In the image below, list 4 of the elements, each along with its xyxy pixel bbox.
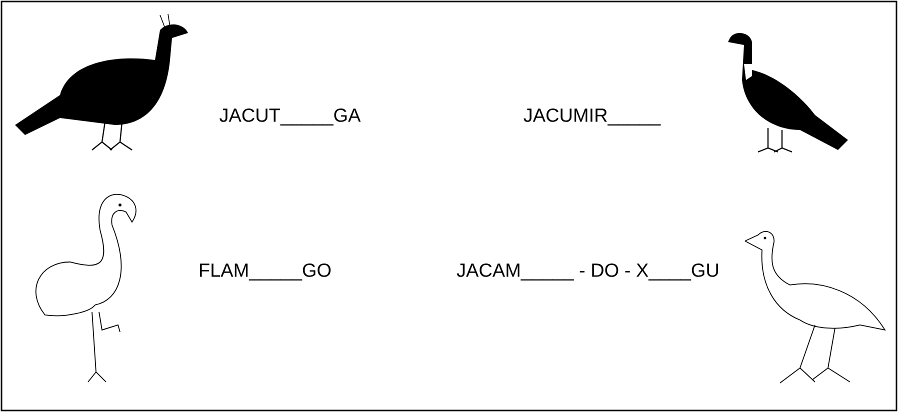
fill-in-word: JACAM_____ - DO - X____GU	[456, 263, 718, 281]
fill-in-word: JACUMIR_____	[524, 108, 661, 126]
fill-in-word: FLAM_____GO	[200, 263, 331, 281]
fill-in-word: JACUT_____GA	[220, 108, 361, 126]
